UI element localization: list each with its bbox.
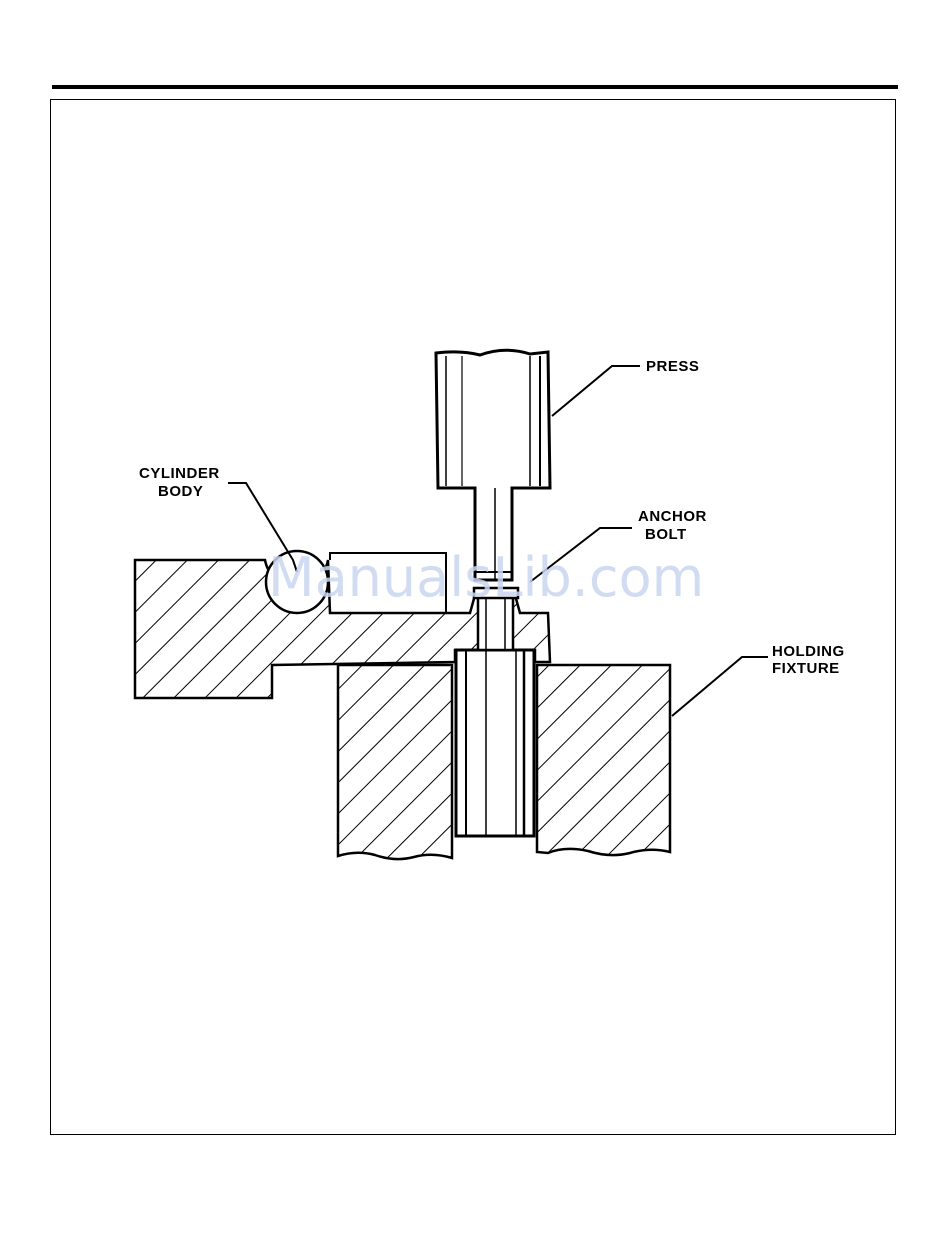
support-tube	[456, 650, 534, 836]
leader-press	[552, 366, 640, 416]
label-holding-line-2: FIXTURE	[772, 660, 840, 677]
holding-fixture-right	[537, 665, 670, 855]
label-cylinder-line-1: CYLINDER	[139, 465, 220, 482]
label-holding-line-1: HOLDING	[772, 643, 845, 660]
watermark: ManualsLib.com	[268, 546, 704, 609]
label-anchor-line-1: ANCHOR	[638, 508, 707, 525]
label-anchor-line-2: BOLT	[645, 526, 687, 543]
label-cylinder-line-2: BODY	[158, 483, 203, 500]
holding-fixture-left	[338, 665, 452, 859]
label-press: PRESS	[646, 358, 699, 375]
leader-holding-fixture	[672, 657, 768, 716]
